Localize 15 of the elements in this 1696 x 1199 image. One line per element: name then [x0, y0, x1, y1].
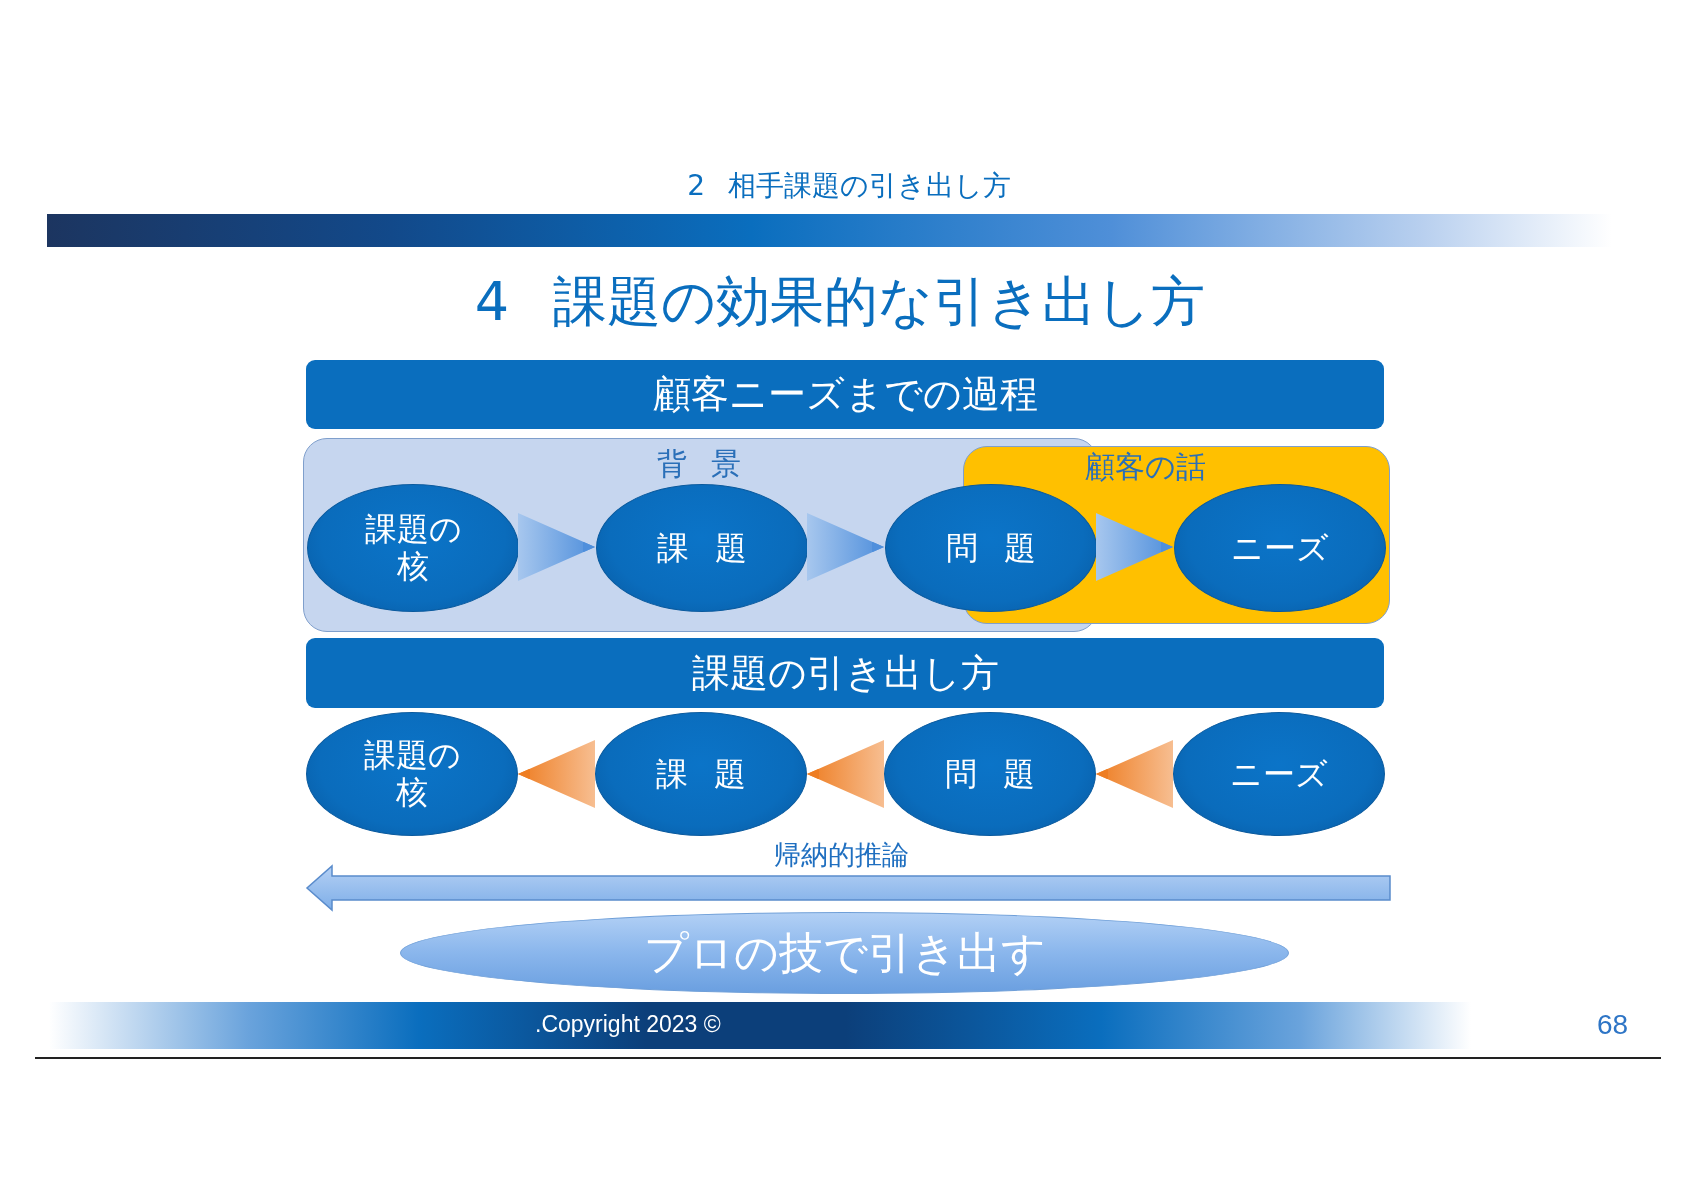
heading-band: 顧客ニーズまでの過程 — [306, 360, 1384, 429]
slide-title: 4 課題の効果的な引き出し方 — [474, 272, 1206, 332]
arrow-caption: 帰納的推論 — [773, 840, 909, 870]
arrow — [518, 513, 595, 581]
page-number: 68 — [1597, 1010, 1629, 1041]
arrow — [518, 740, 595, 808]
arrow — [807, 740, 884, 808]
arrow — [807, 513, 884, 581]
highlight-ellipse: プロの技で引き出す — [400, 912, 1289, 994]
group-title: 背 景 — [656, 447, 742, 480]
group-title: 顧客の話 — [1084, 450, 1206, 483]
arrow — [1096, 740, 1173, 808]
arrow — [1096, 513, 1173, 581]
heading-band: 課題の引き出し方 — [306, 638, 1384, 708]
section-heading: 2 相手課題の引き出し方 — [687, 171, 1011, 202]
